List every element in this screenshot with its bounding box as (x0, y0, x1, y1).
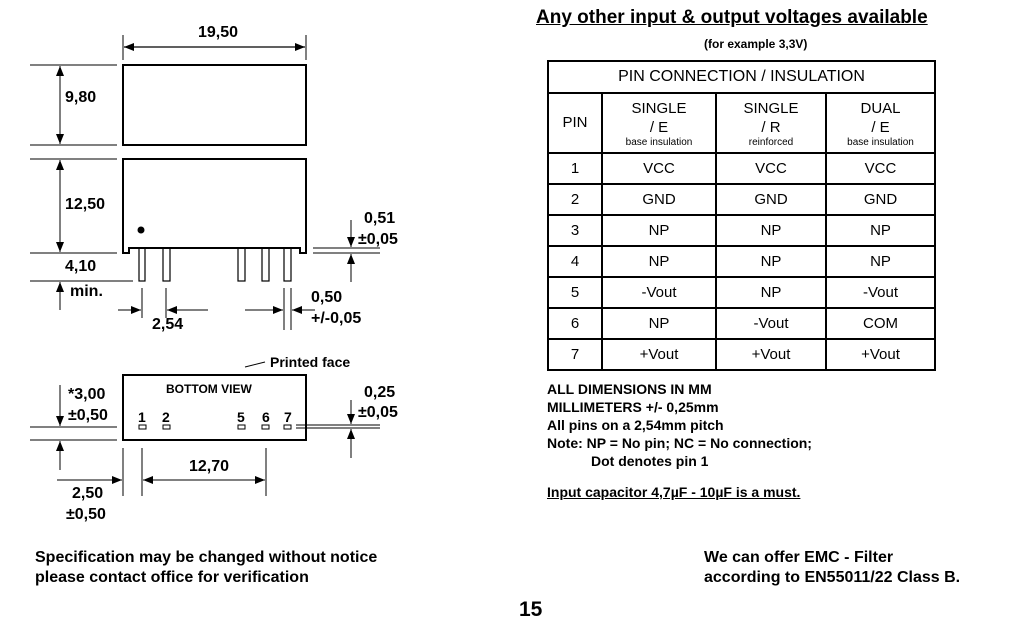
side-view-body (122, 158, 307, 254)
pin-width-dimension: 0,50 (311, 289, 343, 306)
pin-width-tolerance: +/-0,05 (311, 310, 362, 327)
standoff-tolerance: ±0,50 (68, 407, 108, 424)
pin-function-cell: -Vout (601, 276, 717, 309)
header-sub: / E (649, 119, 669, 136)
heading: Any other input & output voltages availa… (536, 7, 928, 28)
pin-function-cell: GND (601, 183, 717, 216)
pin-function-cell: COM (825, 307, 936, 340)
header-label: SINGLE (631, 99, 687, 117)
note-line: MILLIMETERS +/- 0,25mm (547, 399, 719, 415)
pin-thickness-dimension: 0,51 (364, 210, 396, 227)
header-note: base insulation (847, 136, 914, 148)
pin-number: 1 (138, 409, 146, 425)
pin-number-cell: 3 (547, 214, 603, 247)
note-line: ALL DIMENSIONS IN MM (547, 381, 712, 397)
pin-length-dimension: 4,10 (65, 258, 97, 275)
footer-left-line: please contact office for verification (35, 569, 309, 586)
pin-length-suffix: min. (70, 283, 103, 300)
pin-number-cell: 6 (547, 307, 603, 340)
subheading: (for example 3,3V) (704, 37, 808, 51)
capacitor-note: Input capacitor 4,7µF - 10µF is a must. (547, 484, 801, 500)
pad-dimension: 0,25 (364, 384, 396, 401)
pin-function-cell: NP (601, 307, 717, 340)
header-sub: / E (871, 119, 890, 136)
pin-number-cell: 4 (547, 245, 603, 278)
header-label: SINGLE (743, 99, 799, 117)
offset-dimension: 2,50 (72, 485, 104, 502)
header-note: base insulation (625, 136, 693, 148)
pin-function-cell: NP (825, 245, 936, 278)
header-note: reinforced (748, 136, 794, 148)
pin-function-cell: -Vout (715, 307, 827, 340)
pin-function-cell: NP (601, 214, 717, 247)
width-dimension: 19,50 (198, 24, 239, 41)
bottom-view-title: BOTTOM VIEW (166, 382, 252, 396)
header-pin: PIN (547, 92, 603, 154)
page-number: 15 (519, 598, 543, 621)
pin-number: 5 (237, 409, 245, 425)
pad-tolerance: ±0,05 (358, 404, 398, 421)
pin-function-cell: NP (715, 245, 827, 278)
top-view-body (122, 64, 307, 146)
pin-function-cell: VCC (715, 152, 827, 185)
pin-number-cell: 7 (547, 338, 603, 371)
note-line: Note: NP = No pin; NC = No connection; (547, 435, 812, 451)
pin-number: 6 (262, 409, 270, 425)
pin1-dot (137, 226, 145, 234)
footer-left-line: Specification may be changed without not… (35, 549, 378, 566)
height-dimension: 9,80 (65, 89, 97, 106)
pin-function-cell: +Vout (715, 338, 827, 371)
header-label: DUAL (860, 99, 901, 117)
standoff-dimension: *3,00 (68, 386, 106, 403)
footer-right-line: We can offer EMC - Filter (704, 549, 894, 566)
pin-function-cell: NP (715, 214, 827, 247)
pin-function-cell: NP (715, 276, 827, 309)
pin-thickness-tolerance: ±0,05 (358, 231, 398, 248)
pin-function-cell: +Vout (601, 338, 717, 371)
pin-function-cell: VCC (601, 152, 717, 185)
pin-connection-table: PIN CONNECTION / INSULATION PIN SINGLE / … (547, 60, 936, 371)
pin-function-cell: NP (825, 214, 936, 247)
pin-function-cell: VCC (825, 152, 936, 185)
note-line: Dot denotes pin 1 (591, 453, 709, 469)
side-height-dimension: 12,50 (65, 196, 106, 213)
pin-pitch-dimension: 2,54 (152, 316, 184, 333)
mechanical-drawing (30, 35, 380, 496)
bottom-view-body (122, 374, 307, 441)
pin-number-cell: 1 (547, 152, 603, 185)
pin-number-cell: 5 (547, 276, 603, 309)
note-line: All pins on a 2,54mm pitch (547, 417, 724, 433)
header-label: PIN (562, 114, 588, 132)
pin-number: 2 (162, 409, 170, 425)
span-dimension: 12,70 (189, 458, 230, 475)
pin-number: 7 (284, 409, 292, 425)
pin-function-cell: NP (601, 245, 717, 278)
table-title: PIN CONNECTION / INSULATION (547, 60, 936, 94)
pin-function-cell: GND (825, 183, 936, 216)
pin-function-cell: -Vout (825, 276, 936, 309)
footer-right-line: according to EN55011/22 Class B. (704, 569, 961, 586)
offset-tolerance: ±0,50 (66, 506, 106, 523)
header-sub: / R (761, 119, 781, 136)
pin-number-cell: 2 (547, 183, 603, 216)
pin-function-cell: GND (715, 183, 827, 216)
pin-function-cell: +Vout (825, 338, 936, 371)
printed-face-label: Printed face (270, 354, 351, 370)
table-row: 7+Vout+Vout+Vout (547, 338, 936, 371)
dimension-notes: ALL DIMENSIONS IN MM MILLIMETERS +/- 0,2… (547, 380, 812, 470)
